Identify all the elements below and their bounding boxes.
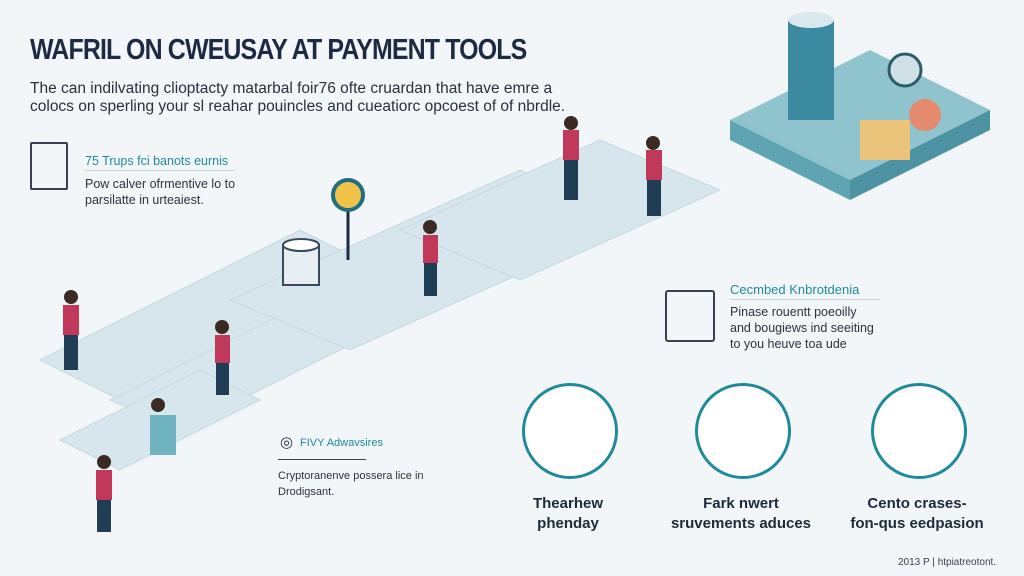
footer: 2013 P | htpiatreotont. <box>898 557 997 568</box>
wallet-icon <box>695 383 791 479</box>
database-icon <box>282 238 320 286</box>
subtitle-line-1: The can indilvating clioptacty matarbal … <box>30 80 553 97</box>
coin-sign <box>331 178 365 260</box>
terminal-icon <box>871 383 967 479</box>
left-block-body: Pow calver ofrmentive lo to parsilatte i… <box>85 177 236 207</box>
feature-label-3: Cento crases-fon-qus eedpasion <box>850 495 984 532</box>
subtitle-line-2: colocs on sperling your sl reahar pouinc… <box>30 98 566 115</box>
padlock-icon <box>665 290 715 342</box>
printer-icon <box>522 383 618 479</box>
right-block-heading: Cecmbed Knbrotdenia <box>730 282 860 297</box>
right-block-body: Pinase rouentt poeoilly and bougiews ind… <box>730 305 874 351</box>
left-block-heading: 75 Trups fci banots eurnis <box>85 154 229 168</box>
fiat-block-body: Cryptoranenve possera lice in Drodigsant… <box>278 470 424 498</box>
fiat-block-heading: FIVY Adwavsires <box>300 437 383 449</box>
laptop-hand-icon <box>30 142 68 190</box>
server-stack <box>730 12 990 200</box>
people <box>63 116 662 532</box>
page-title: WAFRIL ON CWEUSAY AT PAYMENT TOOLS <box>30 34 527 66</box>
fiat-icon: ◎ <box>280 434 294 451</box>
